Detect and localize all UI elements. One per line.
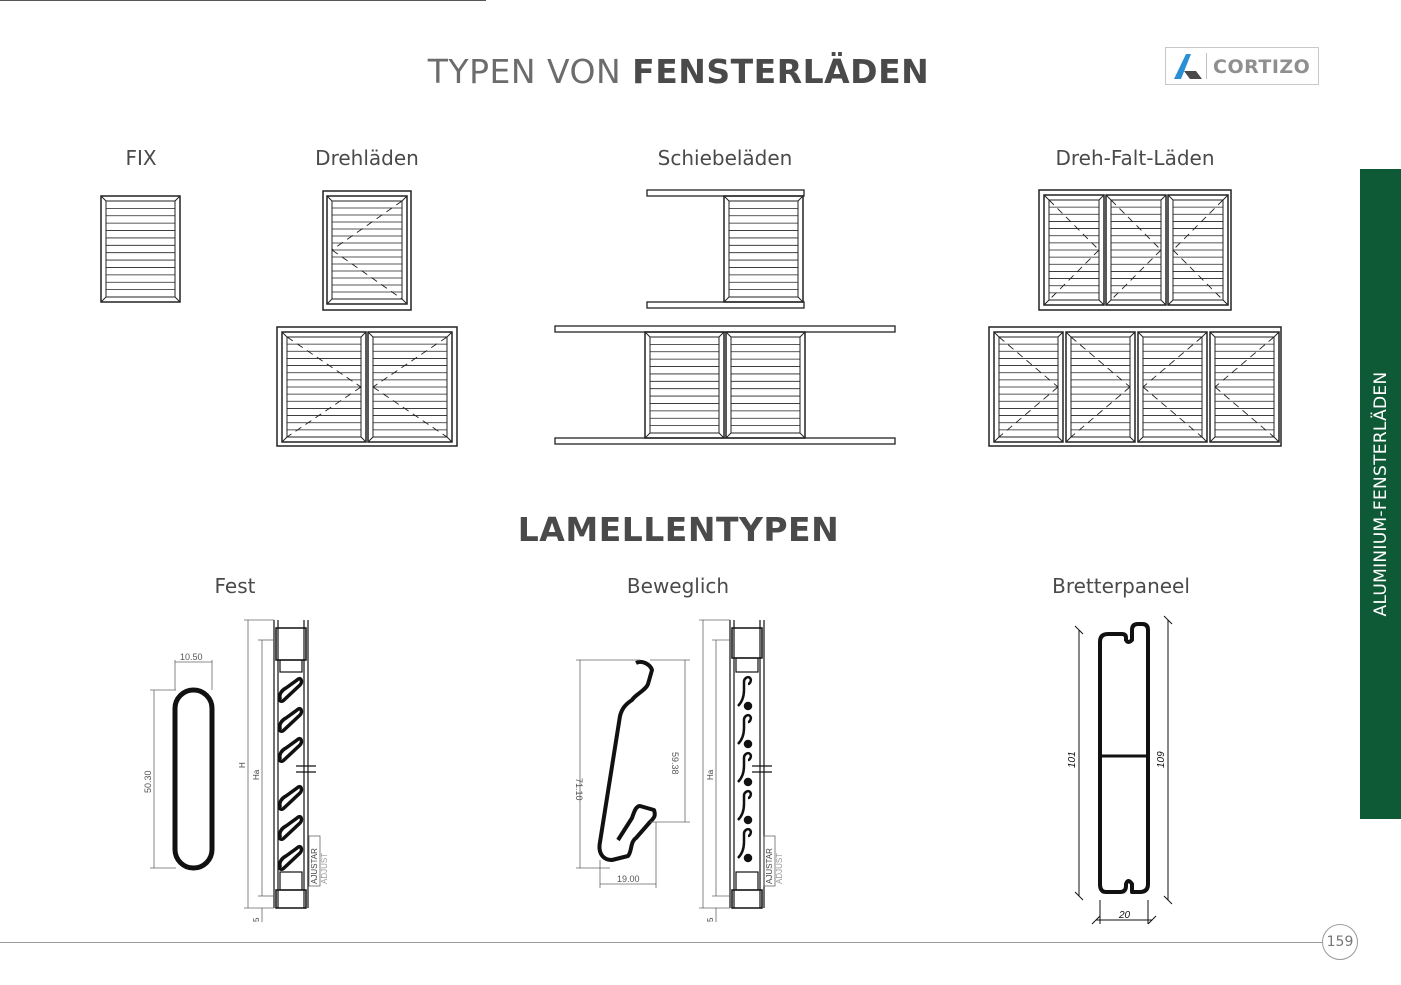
bew-ha-dim: Ha [706, 769, 715, 780]
drehfalt-four-d [1209, 331, 1280, 443]
cortizo-logo-icon [1174, 54, 1202, 79]
beweglich-slat [737, 827, 753, 859]
bew-ajustar-label: AJUSTAR [765, 848, 774, 884]
drehladen-single-frame [322, 190, 412, 311]
label-drehladen: Drehläden [315, 146, 419, 170]
bottom-rule [0, 942, 1322, 943]
label-beweglich: Beweglich [626, 574, 730, 598]
beweglich-section-frame [729, 620, 772, 909]
fest-h-dim: H [238, 762, 247, 768]
schiebe-double-top-rail [554, 325, 896, 333]
beweglich-slats [737, 675, 753, 863]
drehfalt-three-c [1167, 194, 1229, 306]
fest-ajustar-label: AJUSTAR [310, 848, 319, 884]
bew-adjust-label: ADJUST [775, 853, 784, 884]
bp-left-dim: 101 [1067, 751, 1078, 768]
page-title: TYPEN VON FENSTERLÄDEN [427, 52, 930, 91]
lamellen-title: LAMELLENTYPEN [517, 510, 840, 549]
drehfalt-three-frame [1038, 189, 1232, 311]
bew-height-dim: 71.10 [574, 778, 584, 801]
drehfalt-four-b [1065, 331, 1136, 443]
bew-width-dim: 19.00 [617, 874, 640, 884]
fest-slat [277, 814, 304, 841]
schiebe-double-right [725, 331, 806, 439]
schiebe-double-bottom-rail [554, 437, 896, 445]
drehladen-double-left [281, 331, 367, 443]
bp-width-dim: 20 [1118, 910, 1131, 921]
beweglich-pivot [743, 853, 753, 863]
fest-width-dim: 10.50 [180, 652, 203, 662]
beweglich-slat [737, 713, 753, 745]
beweglich-pivot [743, 777, 753, 787]
side-tab: ALUMINIUM-FENSTERLÄDEN [1360, 169, 1401, 819]
label-bretterpaneel: Bretterpaneel [1052, 574, 1190, 598]
fest-slat [277, 736, 304, 763]
bretterpaneel-profile [1098, 622, 1150, 894]
label-dreh-falt: Dreh-Falt-Läden [1055, 146, 1215, 170]
top-rule [0, 0, 486, 1]
beweglich-pivot [743, 815, 753, 825]
fest-height-dim: 50.30 [143, 770, 153, 793]
page-number: 159 [1322, 924, 1358, 960]
bew-five-dim: 5 [706, 917, 715, 922]
beweglich-slat [737, 675, 753, 707]
bp-right-dim: 109 [1156, 751, 1167, 768]
schiebe-single-panel [723, 195, 804, 303]
beweglich-pivot [743, 701, 753, 711]
fest-slat [277, 784, 304, 811]
fest-section-frame [273, 620, 316, 909]
fest-ha-dim: Ha [252, 769, 261, 780]
fest-adjust-label: ADJUST [320, 853, 329, 884]
fest-slat [277, 844, 304, 871]
fest-five-dim: 5 [252, 917, 261, 922]
drehfalt-four-a [993, 331, 1064, 443]
bew-inner-dim: 59.38 [670, 752, 680, 775]
fest-slats [277, 676, 304, 871]
beweglich-pivot [743, 739, 753, 749]
label-fix: FIX [125, 146, 157, 170]
fix-shutter [100, 195, 181, 303]
logo-separator [1206, 53, 1207, 79]
drehladen-single-panel [326, 195, 408, 305]
drehfalt-four-frame [988, 326, 1282, 447]
drehfalt-three-a [1043, 194, 1105, 306]
label-fest: Fest [214, 574, 256, 598]
drehladen-double-right [367, 331, 453, 443]
beweglich-slat [737, 751, 753, 783]
schiebe-double-left [644, 331, 725, 439]
fest-oval-profile [172, 687, 215, 871]
fest-slat [277, 706, 304, 733]
label-schiebeladen: Schiebeläden [657, 146, 793, 170]
drehfalt-four-c [1137, 331, 1208, 443]
drehfalt-three-b [1105, 194, 1167, 306]
fest-slat [277, 676, 304, 703]
logo-wordmark: CORTIZO [1213, 56, 1311, 78]
drehladen-double-frame [276, 326, 458, 447]
cortizo-logo: CORTIZO [1165, 47, 1319, 85]
beweglich-profile [597, 659, 657, 862]
beweglich-slat [737, 789, 753, 821]
